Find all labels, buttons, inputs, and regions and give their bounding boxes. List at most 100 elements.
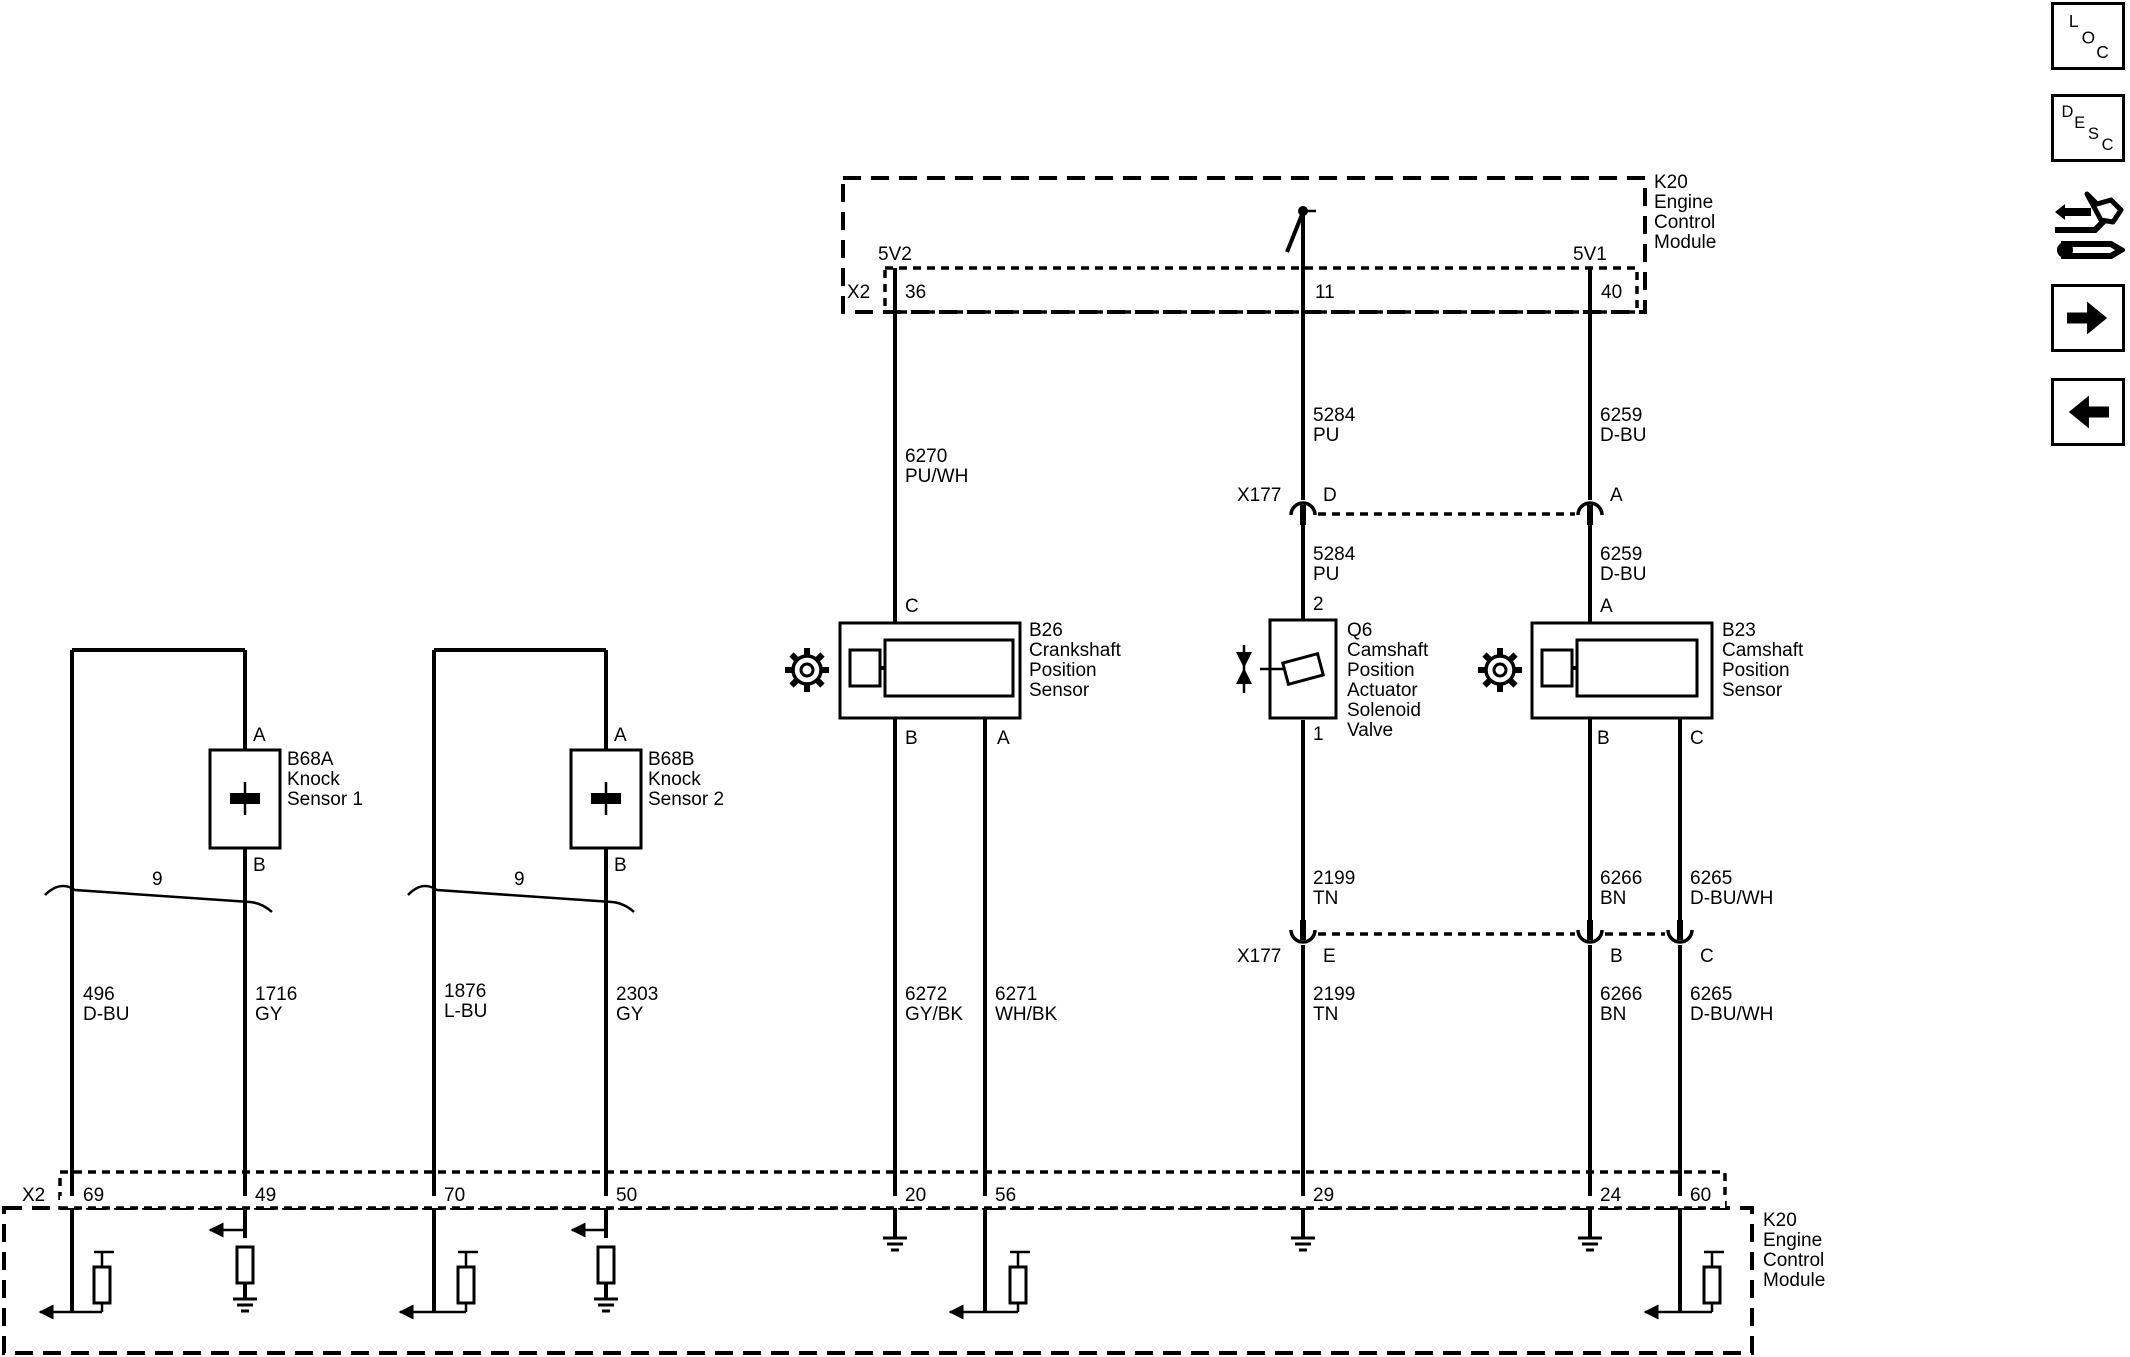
b26-pin-a: A [997, 728, 1010, 749]
ecm-bottom-label-2: Engine [1763, 1230, 1822, 1251]
b26-label-2: Crankshaft [1029, 640, 1122, 661]
twist-ks2-count: 9 [514, 869, 525, 890]
wire-6272-color: GY/BK [905, 1004, 963, 1025]
ecm-input-56 [948, 1250, 1030, 1320]
wire-5284b-circuit: 5284 [1313, 544, 1356, 565]
ecm-ground-24 [1576, 1220, 1604, 1252]
top-connector-name: X2 [847, 282, 870, 303]
b23-camshaft-sensor: A B C B23 Camshaft Position Sensor [1478, 596, 1804, 749]
loc-letter-o: O [2082, 27, 2095, 47]
wire-5284a-color: PU [1313, 425, 1339, 446]
ecm-input-60 [1643, 1250, 1724, 1320]
q6-label-2: Camshaft [1347, 640, 1429, 661]
loc-icon: L O C [2069, 11, 2109, 62]
wire-6266b-color: BN [1600, 1004, 1626, 1025]
b26-pin-c: C [905, 596, 919, 617]
pin-49-label: 49 [255, 1185, 276, 1206]
b68b-pin-a: A [614, 725, 627, 746]
wire-6265b-color: D-BU/WH [1690, 1004, 1773, 1025]
b26-crankshaft-sensor: C B A B26 Crankshaft Position Sensor [785, 596, 1122, 749]
ecm-top-label-4: Module [1654, 232, 1716, 253]
b23-pin-b: B [1597, 728, 1610, 749]
q6-label-1: Q6 [1347, 620, 1372, 641]
wire-2303-color: GY [616, 1004, 644, 1025]
desc-icon: D E S C [2062, 103, 2114, 154]
x177-upper-name: X177 [1237, 485, 1281, 506]
wires [70, 268, 1682, 1312]
b68a-label-2: Knock [287, 769, 340, 790]
q6-label-4: Actuator [1347, 680, 1418, 701]
previous-button[interactable] [2051, 378, 2125, 446]
ref-5v2-label: 5V2 [878, 244, 912, 265]
ecm-input-50 [570, 1222, 620, 1313]
connector-wrench-button[interactable] [2051, 190, 2127, 264]
wire-1876-color: L-BU [444, 1001, 487, 1022]
wire-6266b-circuit: 6266 [1600, 984, 1642, 1005]
pin-50-label: 50 [616, 1185, 637, 1206]
pin-60-label: 60 [1690, 1185, 1711, 1206]
ecm-input-69 [38, 1250, 114, 1320]
pin-29-label: 29 [1313, 1185, 1334, 1206]
q6-solenoid-valve: 2 1 Q6 Camshaft Position Actuator Soleno… [1236, 594, 1429, 745]
b26-gear-icon [785, 648, 829, 692]
pin-56-label: 56 [995, 1185, 1016, 1206]
wire-6259a-circuit: 6259 [1600, 405, 1642, 426]
ecm-ground-29 [1289, 1220, 1317, 1252]
wire-1716-circuit: 1716 [255, 984, 297, 1005]
wire-6265b-circuit: 6265 [1690, 984, 1732, 1005]
x177-pin-b: B [1610, 946, 1623, 967]
pin-11-label: 11 [1315, 282, 1335, 303]
connector-wrench-icon [2055, 191, 2127, 259]
wire-6270-color: PU/WH [905, 466, 968, 487]
pin-70-label: 70 [444, 1185, 465, 1206]
next-button[interactable] [2051, 284, 2125, 352]
ecm-top-module: K20 Engine Control Module 5V2 5V1 X2 36 … [841, 172, 1716, 314]
b68a-label-1: B68A [287, 749, 334, 770]
loc-letter-l: L [2069, 11, 2079, 31]
q6-pin-2: 2 [1313, 594, 1324, 615]
b68a-label-3: Sensor 1 [287, 789, 363, 810]
desc-letter-e: E [2074, 114, 2085, 132]
wire-5284b-color: PU [1313, 564, 1339, 585]
b26-pin-b: B [905, 728, 918, 749]
wire-2199b-circuit: 2199 [1313, 984, 1355, 1005]
desc-letter-c: C [2102, 136, 2114, 154]
b68b-label-2: Knock [648, 769, 701, 790]
wire-6259b-color: D-BU [1600, 564, 1646, 585]
wire-6271-color: WH/BK [995, 1004, 1058, 1025]
b68a-pin-b: B [253, 855, 266, 876]
ecm-bottom-label-4: Module [1763, 1270, 1825, 1291]
ecm-top-label-1: K20 [1654, 172, 1688, 193]
x177-lower-name: X177 [1237, 946, 1281, 967]
description-button[interactable]: D E S C [2051, 94, 2125, 162]
wire-labels: 6270 PU/WH 5284 PU 6259 D-BU 5284 PU 625… [83, 405, 1773, 1025]
bottom-connector-name: X2 [22, 1185, 45, 1206]
wire-2199a-circuit: 2199 [1313, 868, 1355, 889]
arrow-left-icon [2068, 395, 2109, 429]
twist-ks1-count: 9 [152, 869, 163, 890]
b23-label-3: Position [1722, 660, 1790, 681]
ecm-bottom-label-3: Control [1763, 1250, 1824, 1271]
b26-label-3: Position [1029, 660, 1097, 681]
b23-label-2: Camshaft [1722, 640, 1804, 661]
wire-1716-color: GY [255, 1004, 283, 1025]
ecm-input-70 [398, 1250, 478, 1320]
wire-6259a-color: D-BU [1600, 425, 1646, 446]
pin-69-label: 69 [83, 1185, 104, 1206]
ecm-bottom-module: X2 69 49 70 50 20 56 29 24 60 K20 Engine… [2, 1170, 1825, 1355]
b68b-label-3: Sensor 2 [648, 789, 724, 810]
b68a-pin-a: A [253, 725, 266, 746]
wire-6265a-circuit: 6265 [1690, 868, 1732, 889]
wire-496-circuit: 496 [83, 984, 115, 1005]
location-button[interactable]: L O C [2051, 2, 2125, 70]
wire-2199b-color: TN [1313, 1004, 1338, 1025]
x177-pin-a: A [1610, 485, 1623, 506]
b68a-knock-sensor-1: A B B68A Knock Sensor 1 [208, 725, 363, 876]
loc-letter-c: C [2096, 42, 2109, 62]
wire-1876-circuit: 1876 [444, 981, 486, 1002]
pin-24-label: 24 [1600, 1185, 1622, 1206]
b23-label-1: B23 [1722, 620, 1756, 641]
q6-label-6: Valve [1347, 720, 1393, 741]
wire-6266a-circuit: 6266 [1600, 868, 1642, 889]
